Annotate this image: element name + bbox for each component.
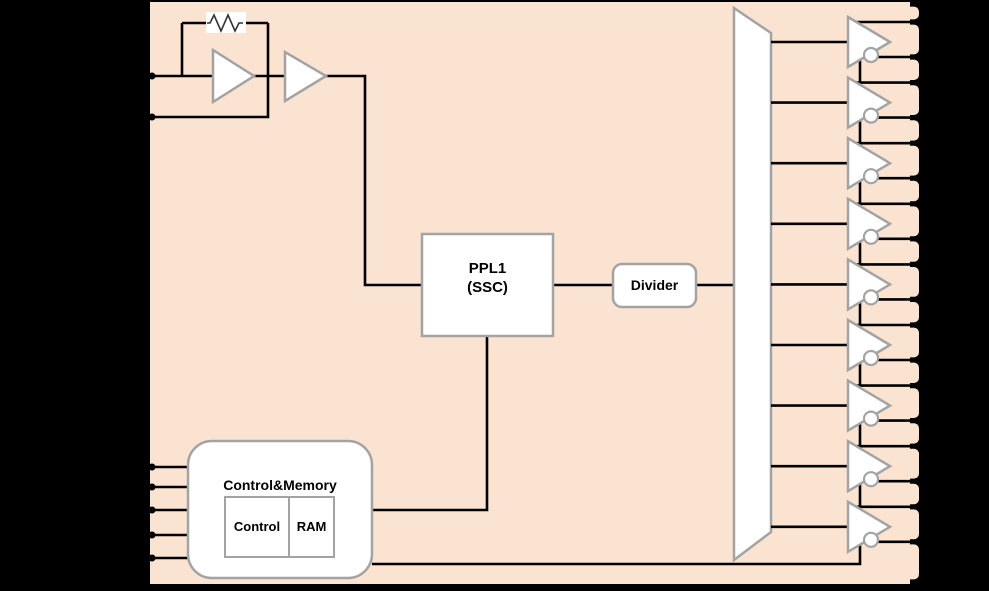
solder-dot-icon xyxy=(148,483,156,491)
output-pin-pads xyxy=(896,6,919,580)
fanout-mux-icon xyxy=(732,5,773,563)
pin-pad-icon xyxy=(896,180,919,202)
pin-pad-icon xyxy=(896,120,919,141)
solder-dot-icon xyxy=(148,554,156,562)
pll-line2: (SSC) xyxy=(467,278,508,296)
solder-dot-icon xyxy=(148,531,156,539)
divider-block-label: Divider xyxy=(630,277,679,293)
pin-pad-icon xyxy=(896,327,919,358)
pin-pad-icon xyxy=(896,85,919,115)
control-sub-block-label: Control xyxy=(233,519,281,534)
wire-pll-to-control xyxy=(372,336,489,512)
wires xyxy=(150,21,862,566)
solder-dot-icon xyxy=(148,72,156,80)
pin-pad-icon xyxy=(896,362,919,383)
pin-pad-icon xyxy=(896,423,919,444)
crystal-oscillator xyxy=(206,12,329,105)
ram-sub-block-label: RAM xyxy=(296,519,327,534)
pll-block xyxy=(420,232,555,338)
pin-pad-icon xyxy=(896,509,919,540)
pin-pad-icon xyxy=(896,206,919,237)
pin-pad-icon xyxy=(896,59,919,80)
wire-output-chain xyxy=(372,57,862,566)
resistor-icon xyxy=(207,13,243,33)
control-ram-container xyxy=(224,496,335,558)
solder-dots xyxy=(148,72,156,562)
wire-control-inputs xyxy=(150,465,188,560)
pin-pad-icon xyxy=(896,448,919,479)
control-memory-block xyxy=(186,439,374,580)
pin-pad-icon xyxy=(896,24,919,55)
solder-dot-icon xyxy=(148,113,156,121)
pll-line1: PPL1 xyxy=(468,260,507,277)
pll-block-label: PPL1 (SSC) xyxy=(422,260,553,298)
wire-osc-to-pll xyxy=(326,74,422,287)
divider-block xyxy=(611,262,698,309)
pin-pad-icon xyxy=(896,241,919,262)
pin-pad-icon xyxy=(896,544,919,580)
pin-pad-icon xyxy=(896,302,919,323)
control-memory-title: Control&Memory xyxy=(223,477,337,493)
pin-pad-icon xyxy=(896,483,919,505)
pin-pad-icon xyxy=(896,267,919,297)
pin-pad-icon xyxy=(896,6,919,20)
buffer-icon xyxy=(283,49,329,104)
pin-pad-icon xyxy=(896,145,919,176)
solder-dot-icon xyxy=(148,506,156,514)
solder-dot-icon xyxy=(148,463,156,471)
amplifier-icon xyxy=(211,47,257,105)
pin-pad-icon xyxy=(896,388,919,418)
